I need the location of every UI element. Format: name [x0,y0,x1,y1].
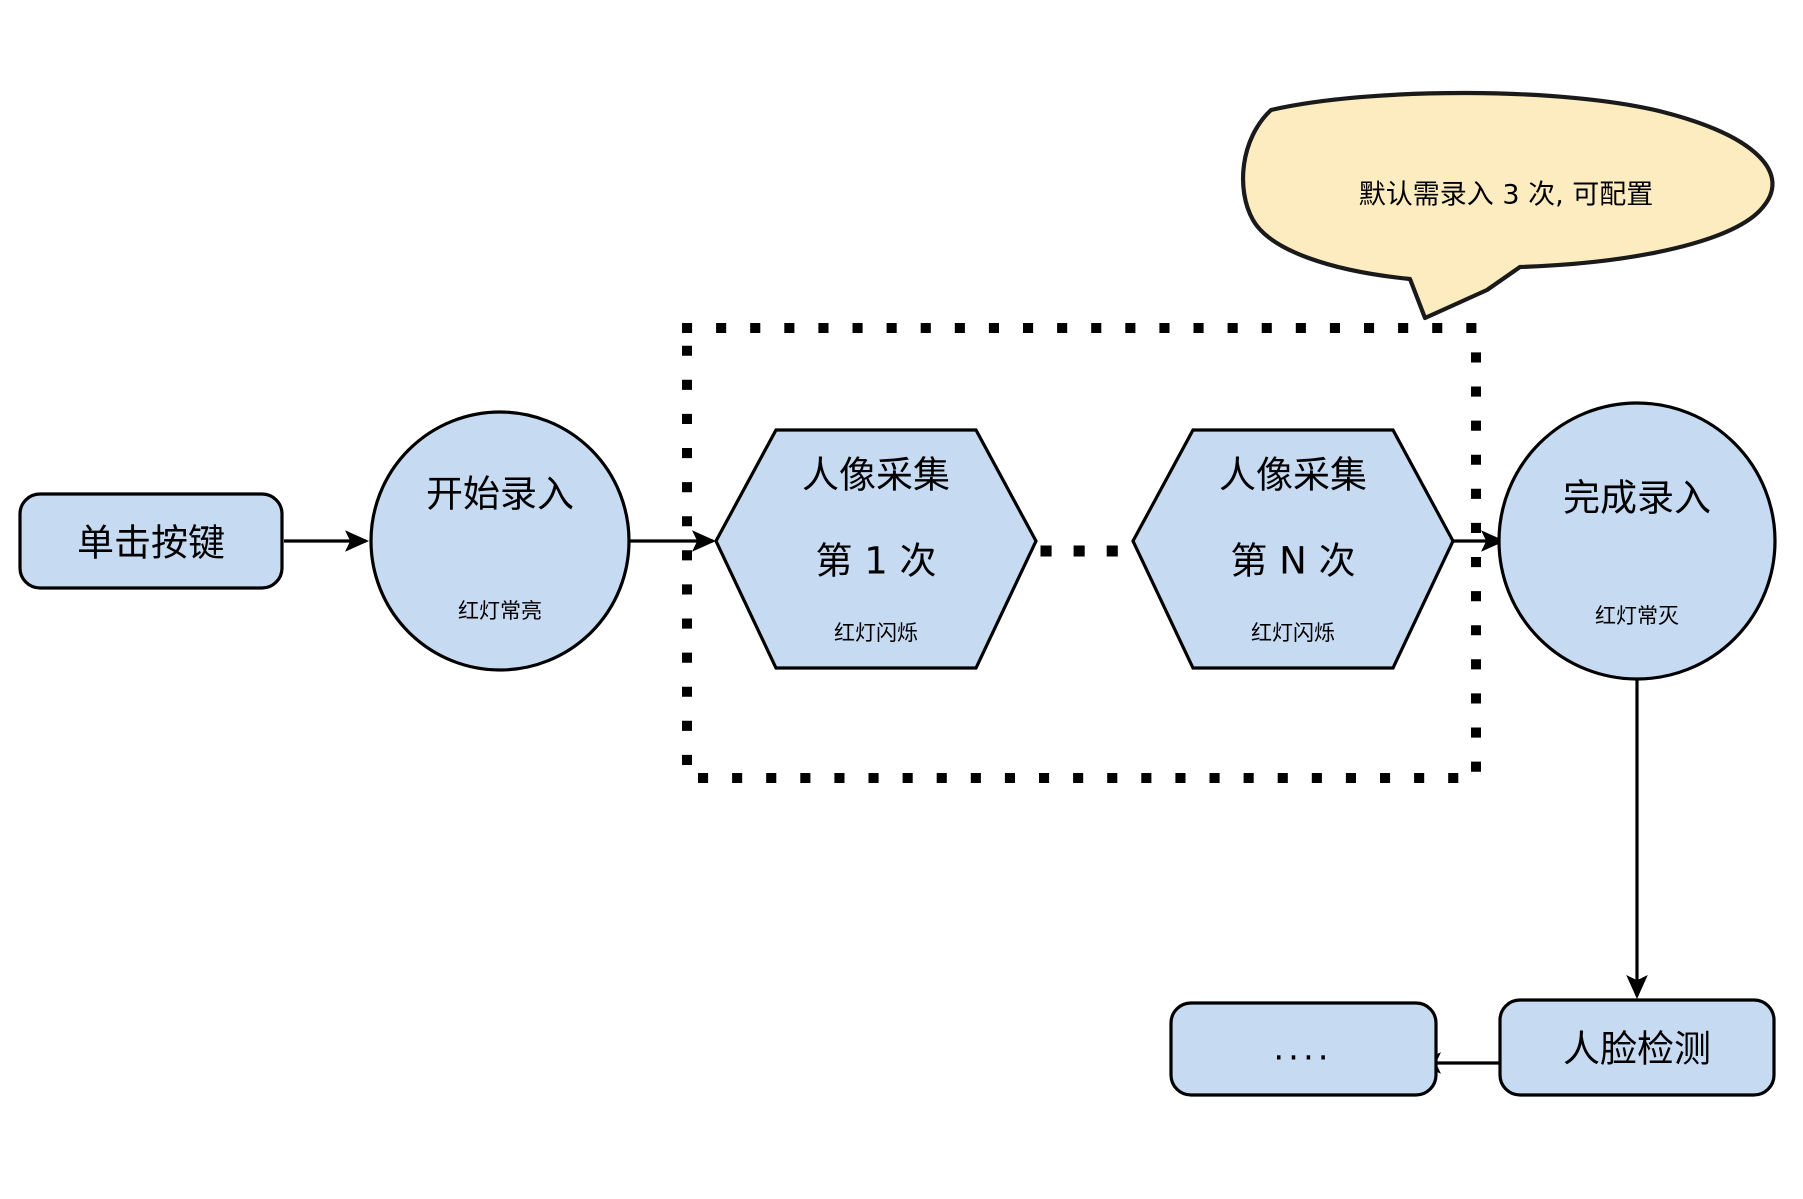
finish-enroll-label: 完成录入 [1563,477,1711,520]
capture-first-label-line1: 人像采集 [802,454,950,497]
loop-region-boundary [682,323,1481,783]
node-capture-nth[interactable]: 人像采集 第 N 次 红灯闪烁 [1131,428,1455,670]
capture-first-sublabel: 红灯闪烁 [834,621,918,645]
more-steps-shape [1169,1001,1438,1097]
node-capture-first[interactable]: 人像采集 第 1 次 红灯闪烁 [714,428,1038,670]
capture-first-label-line2: 第 1 次 [815,540,936,583]
capture-nth-label-line1: 人像采集 [1219,454,1367,497]
capture-nth-sublabel: 红灯闪烁 [1251,621,1335,645]
start-enroll-label: 开始录入 [426,473,574,516]
callout-text: 默认需录入 3 次, 可配置 [1359,180,1654,211]
finish-enroll-sublabel: 红灯常灭 [1595,604,1679,628]
start-enroll-sublabel: 红灯常亮 [458,599,542,623]
click-key-label: 单击按键 [77,522,225,565]
capture-nth-label-line2: 第 N 次 [1230,540,1355,583]
more-steps-label: .... [1273,1029,1332,1069]
finish-enroll-shape [1497,401,1777,681]
face-detect-shape [1498,998,1776,1097]
capture-nth-shape [1131,428,1455,670]
capture-first-shape [714,428,1038,670]
start-enroll-shape [369,410,631,672]
callout-bubble[interactable]: 默认需录入 3 次, 可配置 [1241,90,1775,321]
node-click-key[interactable]: 单击按键 [18,492,284,590]
click-key-shape [18,492,284,590]
node-finish-enroll[interactable]: 完成录入 红灯常灭 [1497,401,1777,681]
callout-shape [1241,90,1775,321]
face-detect-label: 人脸检测 [1563,1028,1711,1071]
node-more-steps[interactable]: .... [1169,1001,1438,1097]
node-start-enroll[interactable]: 开始录入 红灯常亮 [369,410,631,672]
node-face-detect[interactable]: 人脸检测 [1498,998,1776,1097]
